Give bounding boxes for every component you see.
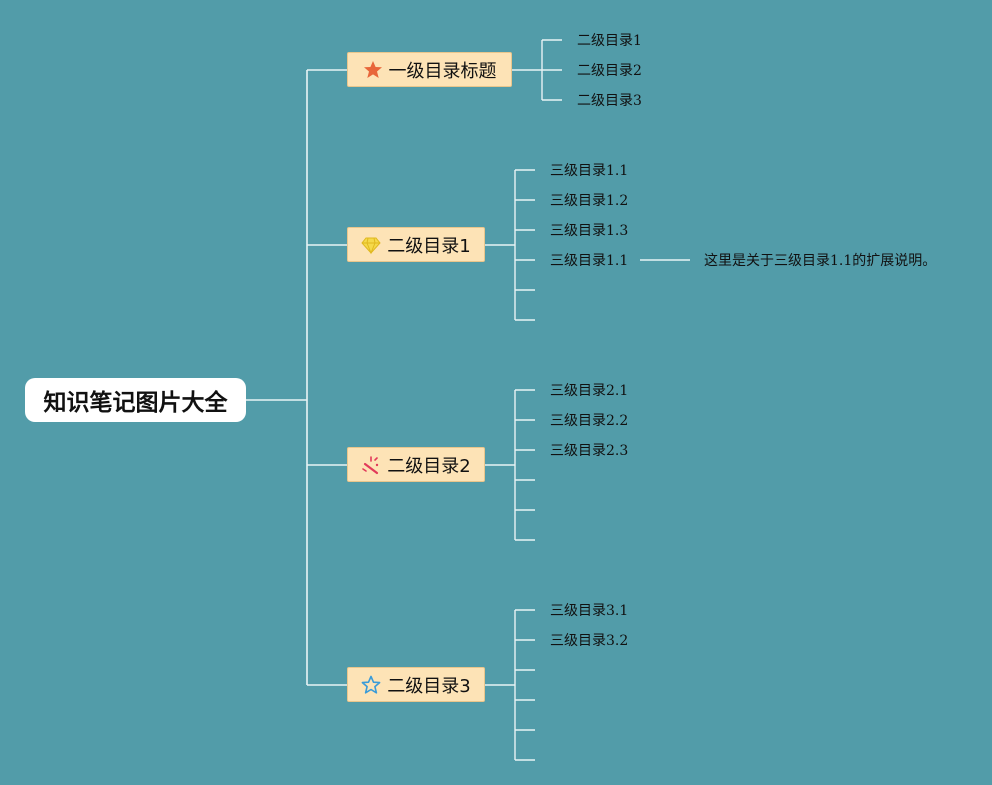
branch-label: 二级目录3 — [387, 675, 471, 697]
leaf-1-1[interactable]: 二级目录1 — [577, 33, 642, 49]
leaf-2-1[interactable]: 三级目录1.1 — [550, 163, 629, 179]
branch-node-2[interactable]: 二级目录1 — [347, 227, 485, 262]
branch-label: 二级目录2 — [387, 455, 471, 477]
leaf-3-1[interactable]: 三级目录2.1 — [550, 383, 629, 399]
branch-label: 一级目录标题 — [388, 60, 497, 82]
leaf-1-2[interactable]: 二级目录2 — [577, 63, 642, 79]
leaf-3-3[interactable]: 三级目录2.3 — [550, 443, 629, 459]
star-outline-icon — [361, 675, 381, 695]
leaf-1-3[interactable]: 二级目录3 — [577, 93, 642, 109]
branch-node-4[interactable]: 二级目录3 — [347, 667, 485, 702]
leaf-2-4[interactable]: 三级目录1.1 — [550, 253, 629, 269]
branch-node-3[interactable]: 二级目录2 — [347, 447, 485, 482]
leaf-4-2[interactable]: 三级目录3.2 — [550, 633, 629, 649]
root-node[interactable]: 知识笔记图片大全 — [25, 378, 246, 422]
magic-wand-icon — [361, 455, 381, 475]
branch-label: 二级目录1 — [387, 235, 471, 257]
leaf-2-2[interactable]: 三级目录1.2 — [550, 193, 629, 209]
branch-node-1[interactable]: 一级目录标题 — [347, 52, 512, 87]
diamond-icon — [361, 235, 381, 255]
leaf-3-2[interactable]: 三级目录2.2 — [550, 413, 629, 429]
leaf-2-3[interactable]: 三级目录1.3 — [550, 223, 629, 239]
star-filled-icon — [363, 60, 383, 80]
note-text[interactable]: 这里是关于三级目录1.1的扩展说明。 — [704, 253, 937, 269]
leaf-4-1[interactable]: 三级目录3.1 — [550, 603, 629, 619]
